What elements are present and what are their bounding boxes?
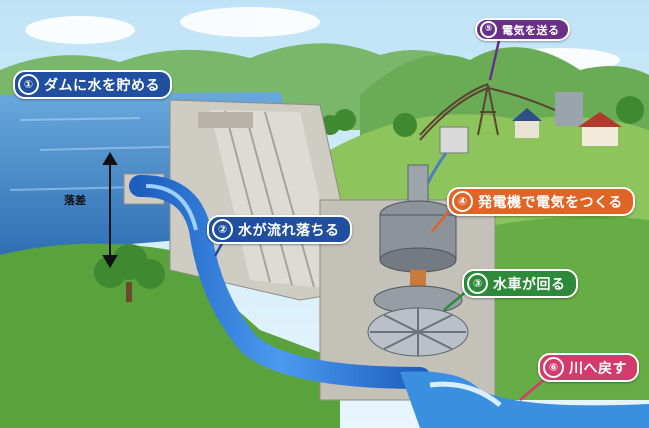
step-1-text: ダムに水を貯める [44,77,160,94]
step-4-text: 発電機で電気をつくる [478,194,623,211]
step-3-number: ③ [467,273,488,294]
step-3-text: 水車が回る [493,276,566,293]
generator-turbine [367,164,469,357]
step-1-store-water-label: ① ダムに水を貯める [13,70,172,99]
step-6-return-river-label: ⑥ 川へ戻す [538,353,639,382]
head-height-label: 落差 [64,194,86,207]
step-5-text: 電気を送る [502,23,560,37]
step-2-water-falls-label: ② 水が流れ落ちる [207,215,352,244]
step-6-text: 川へ戻す [569,360,627,377]
step-3-turbine-label: ③ 水車が回る [462,269,578,298]
step-1-number: ① [18,74,39,95]
step-4-generator-label: ④ 発電機で電気をつくる [447,187,635,216]
step-2-text: 水が流れ落ちる [238,222,340,239]
step-6-number: ⑥ [543,357,564,378]
step-4-number: ④ [452,191,473,212]
step-5-number: ⑤ [480,21,497,38]
head-arrow [102,152,118,268]
transmission-lines [419,83,556,141]
step-2-number: ② [212,219,233,240]
houses [512,92,622,146]
step-5-transmit-label: ⑤ 電気を送る [475,18,570,41]
trees [94,96,644,289]
